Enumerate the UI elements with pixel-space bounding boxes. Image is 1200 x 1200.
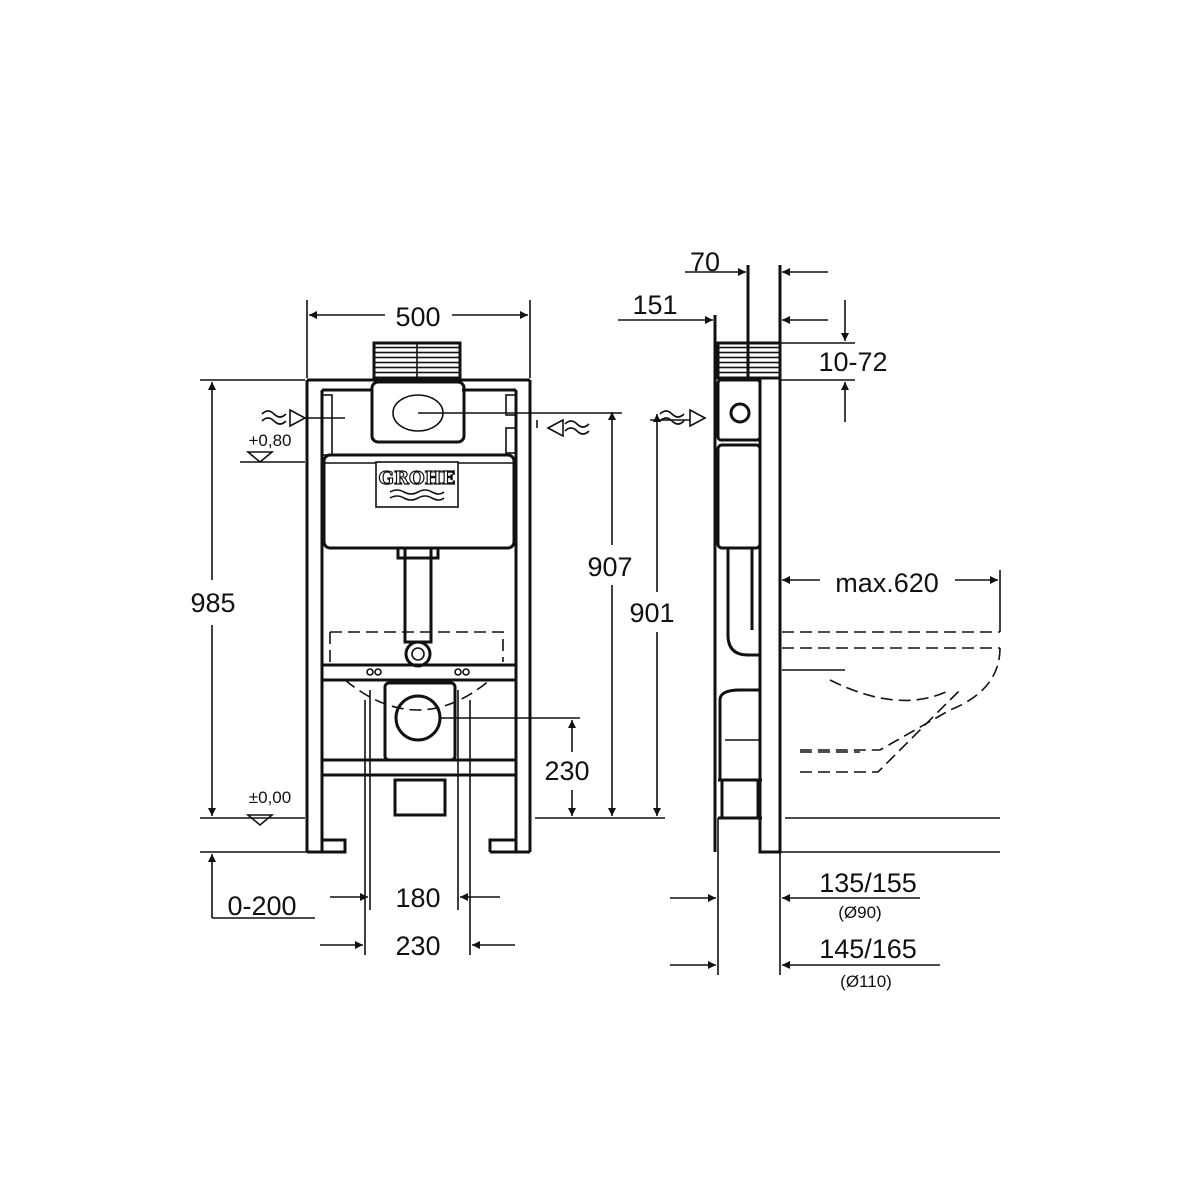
- frame: [305, 378, 532, 852]
- dim-inlet-a: 907: [587, 552, 632, 582]
- grohe-logo: GROHE: [375, 461, 459, 508]
- dim-inlet-b: 901: [629, 598, 674, 628]
- dim-outlet-110: 145/165: [819, 934, 917, 964]
- dim-wall-thickness: 10-72: [818, 347, 887, 377]
- outlet: [394, 694, 442, 742]
- dim-plate-depth: 151: [632, 290, 677, 320]
- dia-110: (Ø110): [840, 972, 892, 991]
- dim-frame-depth: 70: [690, 247, 720, 277]
- dim-height-total: 985: [190, 588, 235, 618]
- svg-text:GROHE: GROHE: [379, 468, 456, 489]
- side-valve: [729, 402, 751, 424]
- actuator-box: [370, 380, 466, 444]
- dim-outlet-90: 135/155: [819, 868, 917, 898]
- level-zero: ±0,00: [249, 788, 291, 807]
- side-view: 70 151 10-72 max.620 135/155 (Ø90) 145/1…: [618, 247, 1001, 991]
- dim-floor-range: 0-200: [227, 891, 296, 921]
- dia-90: (Ø90): [838, 903, 881, 922]
- dim-bowl-projection: max.620: [835, 568, 939, 598]
- level-upper: +0,80: [248, 431, 291, 450]
- outlet-bracket: [383, 681, 457, 762]
- dim-bolt-inner: 180: [395, 883, 440, 913]
- front-view: GROHE: [190, 300, 675, 961]
- pipe-ring: [404, 640, 432, 668]
- dim-outlet-height: 230: [544, 756, 589, 786]
- dim-width: 500: [395, 302, 440, 332]
- dim-bolt-outer: 230: [395, 931, 440, 961]
